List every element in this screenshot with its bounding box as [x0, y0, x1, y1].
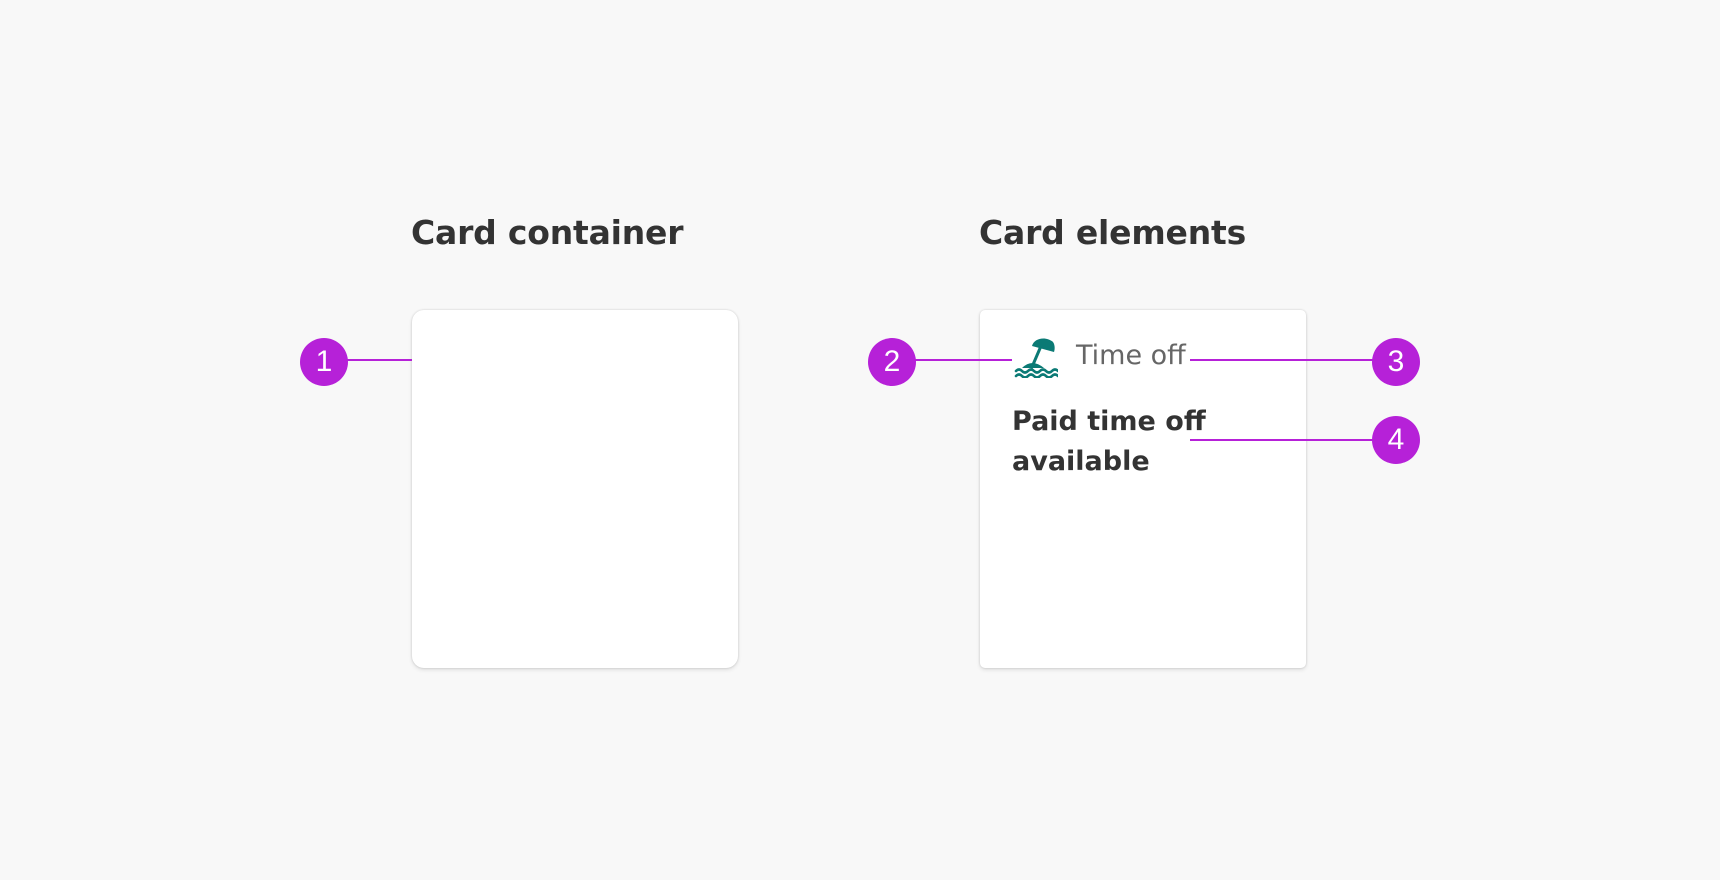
callout-badge-3: 3 [1372, 338, 1420, 386]
callout-badge-2: 2 [868, 338, 916, 386]
callout-4-leader-line [1190, 439, 1396, 441]
callout-2-leader-line [892, 359, 1012, 361]
card-body-text: Paid time off available [1012, 406, 1206, 477]
card-elements-title: Card elements [979, 213, 1247, 252]
beach-umbrella-icon [1014, 334, 1060, 379]
callout-1-leader-line [324, 359, 412, 361]
callout-badge-4: 4 [1372, 416, 1420, 464]
card-header-label: Time off [1076, 340, 1186, 371]
callout-badge-1: 1 [300, 338, 348, 386]
callout-3-leader-line [1190, 359, 1396, 361]
card-elements-example: Time off Paid time off available [980, 310, 1306, 668]
card-container-example [412, 310, 738, 668]
card-container-title: Card container [411, 213, 684, 252]
